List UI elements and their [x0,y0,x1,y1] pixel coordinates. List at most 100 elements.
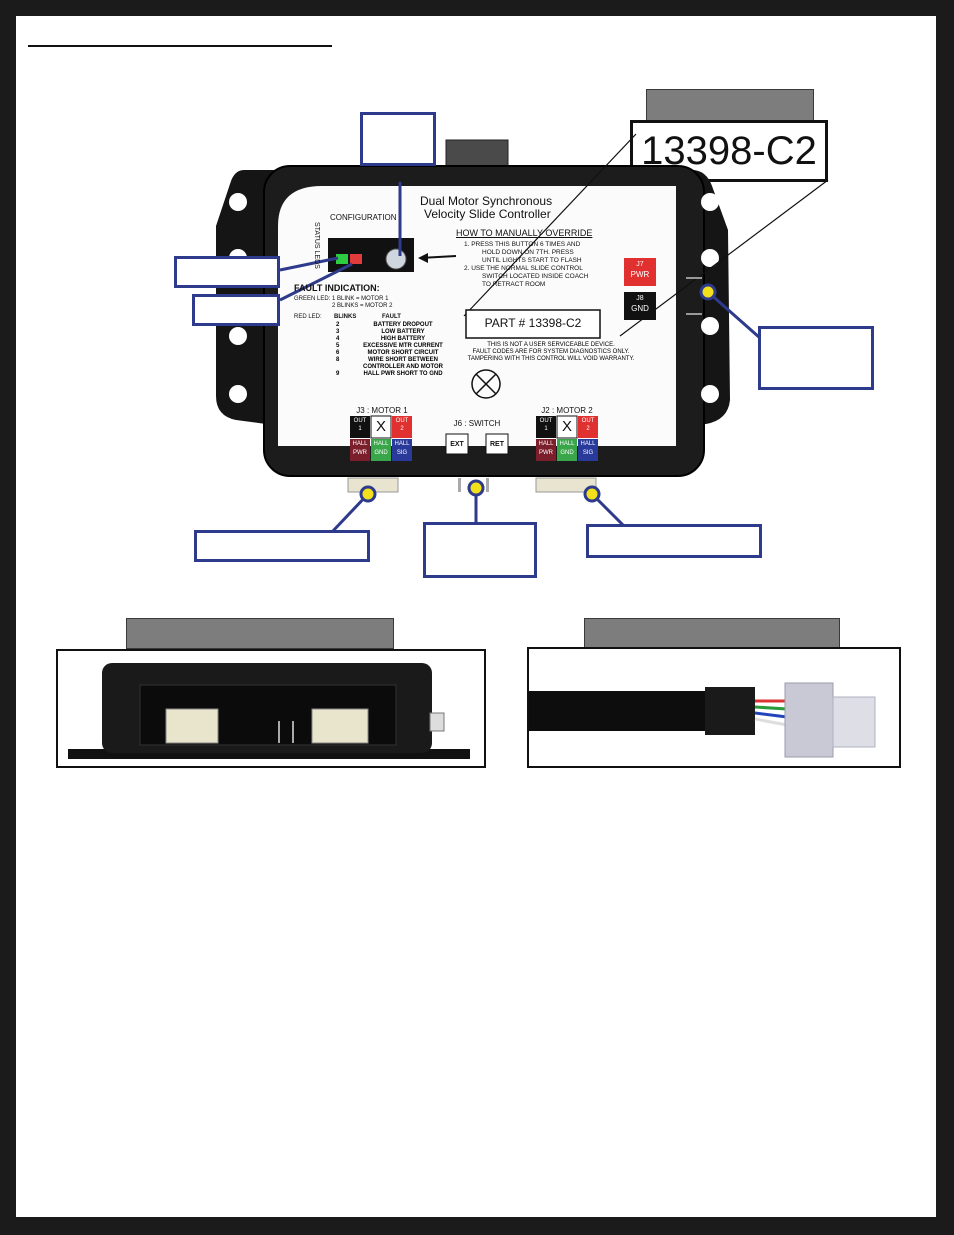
side-pin-2 [292,721,294,743]
j3-hall-pwr-l2: PWR [353,450,367,456]
mount-hole-bl1 [229,327,247,345]
wire-green [754,705,788,711]
mount-hole-mr [701,249,719,267]
j8-line1: J8 [636,295,644,302]
j7-line1: J7 [636,261,644,268]
j3-x [370,415,392,439]
j7-box [624,258,656,286]
callout-j8 [758,326,874,390]
callout-red-led [192,294,280,326]
label-status-leds: STATUS LEDS [313,222,320,269]
j2-out2 [578,416,598,438]
j2-out1-line1: OUT [539,418,553,424]
j3-title: J3 : MOTOR 1 [356,406,408,415]
j3-out1-line1: OUT [353,418,367,424]
green-led [336,254,348,264]
j2-grid [536,415,598,461]
callout-j6 [423,522,537,578]
j3-out2 [392,416,412,438]
override-steps: 1. PRESS THIS BUTTON 6 TIMES AND HOLD DO… [464,241,634,289]
j8-box [624,292,656,320]
j2-hall-sig [578,439,598,461]
cable-illustration [529,682,876,758]
section-heading-rule [28,45,332,47]
j3-hall-pwr-l1: HALL [352,441,368,447]
fault-row: CONTROLLER AND MOTOR [363,364,443,370]
ret-box [485,433,509,455]
warning-text: THIS IS NOT A USER SERVICEABLE DEVICE. F… [446,342,656,363]
j2-hall-pwr-l1: HALL [538,441,554,447]
override-step: TO RETRACT ROOM [482,281,546,288]
side-connector-left [165,708,219,744]
bottom-connector-right [535,477,597,493]
j2-out1-line2: 1 [544,426,548,432]
j3-hall-sig [392,439,412,461]
leader-j8 [707,290,761,340]
label-title-line1: Dual Motor Synchronous [420,194,553,208]
j2-hall-pwr [536,439,556,461]
red-led [350,254,362,264]
side-connector-right [311,708,369,744]
dot-j8 [699,283,717,301]
override-arrow-head [418,253,428,263]
ext-label: EXT [450,441,464,448]
override-step: 2. USE THE NORMAL SLIDE CONTROL [464,265,583,272]
j3-hall-gnd-l1: HALL [373,441,389,447]
label-title-line2: Velocity Slide Controller [424,207,551,221]
part-number-box [465,309,601,339]
leader-red-led [279,262,353,302]
j2-hall-gnd [557,439,577,461]
bottom-pin-2 [486,478,489,492]
j3-hall-gnd [371,439,391,461]
override-step: UNTIL LIGHTS START TO FLASH [482,257,582,264]
j2-hall-pwr-l2: PWR [539,450,553,456]
j3-hall-pwr [350,439,370,461]
dot-j6 [467,479,485,497]
cable-plug [784,682,834,758]
warning-line: FAULT CODES ARE FOR SYSTEM DIAGNOSTICS O… [472,349,630,355]
wire-white [754,717,788,727]
callout-green-led [174,256,280,288]
label-configuration: CONFIGURATION [330,213,397,222]
override-button [385,248,407,270]
cable-view-frame [527,647,901,768]
mount-hole-br1 [701,317,719,335]
j3-out2-line2: 2 [400,426,404,432]
j3-x-mark: X [375,418,386,435]
center-x-line-2 [475,373,497,395]
side-view-header-bar [126,618,394,649]
j2-x-mark: X [561,418,572,435]
j3-hall-gnd-l2: GND [374,450,388,456]
side-tab [429,712,445,732]
j2-hall-gnd-l2: GND [560,450,574,456]
wire-blue [754,711,788,719]
j3-out1 [350,416,370,438]
callout-j3 [194,530,370,562]
cable-plug-tip [832,696,876,748]
override-step: SWITCH LOCATED INSIDE COACH [482,273,589,280]
j2-out2-line1: OUT [581,418,595,424]
red-led-label: RED LED: [294,314,322,320]
callout-j2 [586,524,762,558]
label-override-heading: HOW TO MANUALLY OVERRIDE [456,228,593,238]
j2-out2-line2: 2 [586,426,590,432]
side-view-frame [56,649,486,768]
mount-hole-tl [229,193,247,211]
bottom-pin-1 [458,478,461,492]
leader-j3 [330,492,370,534]
mount-hole-bl2 [229,385,247,403]
j2-out1 [536,416,556,438]
j3-grid [350,415,412,461]
override-step: HOLD DOWN ON 7TH. PRESS [482,249,574,256]
green-led-label: GREEN LED: [294,296,331,302]
j3-hall-sig-l1: HALL [394,441,410,447]
part-number-label: PART # 13398-C2 [484,316,582,330]
override-step: 1. PRESS THIS BUTTON 6 TIMES AND [464,241,581,248]
warning-line: TAMPERING WITH THIS CONTROL WILL VOID WA… [467,356,635,362]
warning-line: THIS IS NOT A USER SERVICEABLE DEVICE. [487,342,615,348]
ext-box [445,433,469,455]
green-led-line-2: 2 BLINKS = MOTOR 2 [332,303,393,309]
